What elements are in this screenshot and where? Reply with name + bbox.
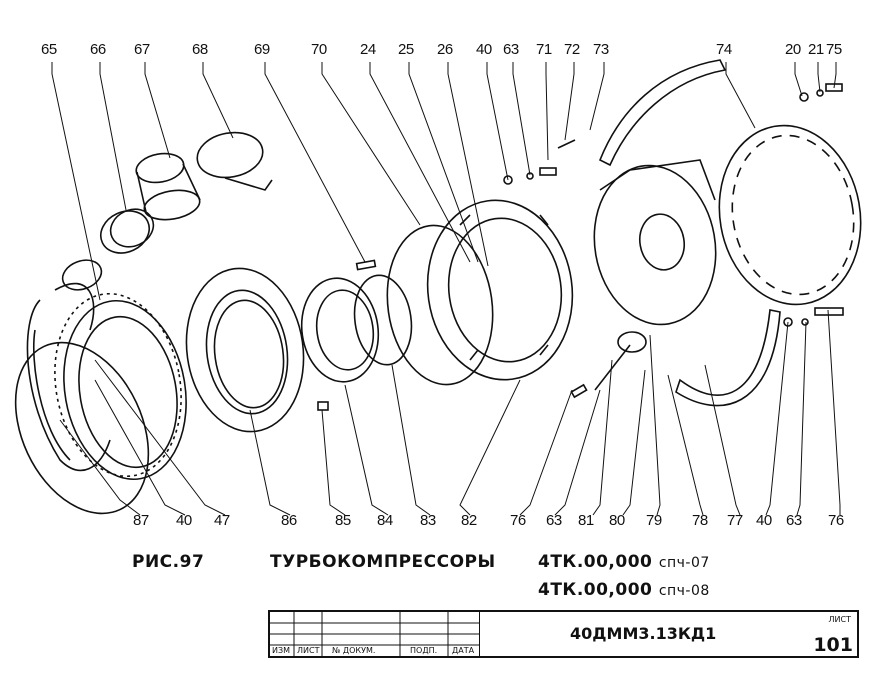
fasteners	[317, 83, 844, 411]
part-label: 74	[716, 41, 732, 58]
part-label: 24	[360, 41, 376, 58]
ring-66	[100, 208, 155, 254]
diffuser-plate-86	[185, 267, 305, 433]
part-label: 40	[756, 512, 772, 529]
leader-lines-top	[51, 62, 837, 301]
part-label: 72	[564, 41, 580, 58]
part-label: 40	[476, 41, 492, 58]
model-code: 4ТК.00,000	[538, 552, 653, 572]
part-label: 79	[646, 512, 662, 529]
part-label: 67	[134, 41, 150, 58]
part-label: 21	[808, 41, 824, 58]
sleeve-67	[135, 152, 201, 221]
part-label: 80	[609, 512, 625, 529]
figure-label: РИС.97	[132, 552, 205, 572]
part-label: 81	[578, 512, 594, 529]
part-label: 63	[546, 512, 562, 529]
gasket-70	[386, 224, 494, 386]
part-label: 75	[826, 41, 842, 58]
part-label: 77	[727, 512, 743, 529]
part-label: 71	[536, 41, 552, 58]
volute-flange-47	[54, 292, 187, 481]
part-label: 68	[192, 41, 208, 58]
part-label: 63	[503, 41, 519, 58]
stamp-col-label: № ДОКУМ.	[332, 646, 376, 655]
compressor-housing-82	[426, 199, 574, 381]
part-label: 83	[420, 512, 436, 529]
part-label: 26	[437, 41, 453, 58]
model-suffix: спч-07	[658, 555, 710, 571]
part-label: 63	[786, 512, 802, 529]
model-suffix: спч-08	[658, 583, 710, 599]
part-label: 76	[828, 512, 844, 529]
document-code: 40ДММ3.13КД1	[570, 624, 717, 643]
part-label: 78	[692, 512, 708, 529]
pin-69	[355, 259, 377, 271]
model-code: 4ТК.00,000	[538, 580, 653, 600]
leader-lines-bottom	[59, 309, 841, 516]
sheet-title: ЛИСТ	[828, 615, 851, 624]
figure-title: ТУРБОКОМПРЕССОРЫ	[270, 552, 496, 572]
insert-84	[300, 277, 380, 383]
title-block-grid	[270, 612, 480, 656]
part-label: 87	[133, 512, 149, 529]
seal-ring-83	[353, 274, 413, 366]
part-label: 86	[281, 512, 297, 529]
part-label: 69	[254, 41, 270, 58]
part-label: 76	[510, 512, 526, 529]
part-label: 40	[176, 512, 192, 529]
model-line-1: 4ТК.00,000 спч-07	[538, 552, 710, 572]
part-label: 84	[377, 512, 393, 529]
clamp-band-77	[675, 309, 781, 407]
part-label: 65	[41, 41, 57, 58]
part-label: 70	[311, 41, 327, 58]
stamp-col-label: ДАТА	[452, 646, 475, 655]
title-block: ИЗМ ЛИСТ № ДОКУМ. ПОДП. ДАТА 40ДММ3.13КД…	[268, 610, 859, 658]
part-label: 66	[90, 41, 106, 58]
sheet-number: 101	[813, 634, 853, 656]
stamp-col-label: ИЗМ	[272, 646, 291, 655]
flange-80	[594, 331, 647, 391]
stamp-col-label: ПОДП.	[410, 646, 438, 655]
clamp-band-73	[598, 59, 727, 167]
part-label: 25	[398, 41, 414, 58]
clamp-68	[196, 131, 273, 191]
part-label: 85	[335, 512, 351, 529]
part-label: 47	[214, 512, 230, 529]
gasket-ring-87	[14, 341, 150, 515]
turbine-casing-79	[593, 159, 717, 326]
model-line-2: 4ТК.00,000 спч-08	[538, 580, 710, 600]
part-label: 20	[785, 41, 801, 58]
heat-shield-74	[718, 124, 862, 306]
stamp-col-label: ЛИСТ	[297, 646, 320, 655]
part-label: 82	[461, 512, 477, 529]
part-label: 73	[593, 41, 609, 58]
